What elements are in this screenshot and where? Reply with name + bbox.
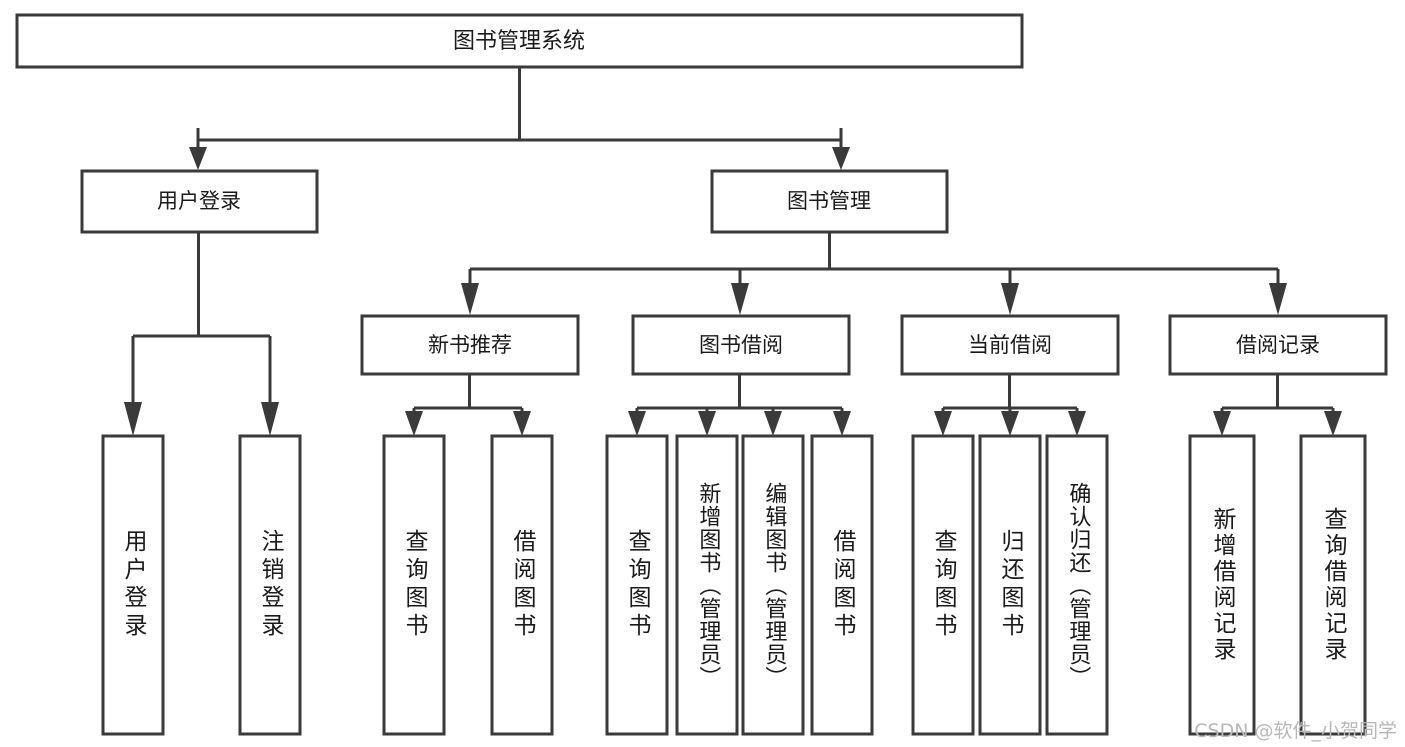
node-box-user-login[interactable] (80, 169, 319, 234)
node-label-user-login: 用户登录 (157, 189, 241, 213)
leaf-box-query-book-c[interactable] (911, 434, 975, 736)
arrowhead-current-borrow (1001, 283, 1019, 315)
node-borrow-record[interactable]: 借阅记录 (1168, 314, 1388, 376)
leaf-box-borrow-book-a[interactable] (490, 434, 554, 736)
arrowhead-leaf-edit-book (764, 411, 782, 436)
leaf-boxes-group (101, 434, 1367, 736)
arrowhead-leaf-logout (261, 402, 279, 436)
node-root-system[interactable]: 图书管理系统 (15, 13, 1024, 69)
node-label-new-book-recommend: 新书推荐 (428, 333, 512, 357)
connector-group-current-borrow (934, 374, 1086, 436)
connector-group-book-management (461, 232, 1287, 315)
arrowhead-new-book-recommend (461, 283, 479, 315)
node-box-current-borrow[interactable] (900, 314, 1120, 376)
arrowhead-leaf-borrow-book-b (833, 411, 851, 436)
arrowhead-leaf-query-borrow-record (1324, 411, 1342, 436)
node-book-management[interactable]: 图书管理 (710, 169, 949, 234)
arrowhead-leaf-user-login (124, 402, 142, 436)
connector-group-book-borrow (628, 374, 851, 436)
arrowhead-book-borrow (731, 283, 749, 315)
node-label-book-borrow: 图书借阅 (699, 333, 783, 357)
connector-group-new-book-recommend (405, 374, 531, 436)
leaf-box-add-book[interactable] (675, 434, 739, 736)
arrowhead-leaf-query-book-a (405, 411, 423, 436)
arrowhead-leaf-confirm-return (1068, 411, 1086, 436)
leaf-box-edit-book[interactable] (741, 434, 805, 736)
leaf-box-user-login[interactable] (101, 434, 165, 736)
arrowhead-leaf-add-borrow-record (1213, 411, 1231, 436)
arrowhead-leaf-return-book (1001, 411, 1019, 436)
leaf-box-return-book[interactable] (978, 434, 1042, 736)
arrowhead-to-book-management (832, 147, 850, 170)
arrowhead-borrow-record (1269, 283, 1287, 315)
node-box-borrow-record[interactable] (1168, 314, 1388, 376)
arrowhead-leaf-add-book (698, 411, 716, 436)
leaf-box-add-borrow-record[interactable] (1188, 434, 1256, 736)
node-box-root[interactable] (15, 13, 1024, 69)
leaf-box-logout[interactable] (238, 434, 302, 736)
node-label-root: 图书管理系统 (453, 29, 585, 54)
node-current-borrow[interactable]: 当前借阅 (900, 314, 1120, 376)
node-box-new-book-recommend[interactable] (360, 314, 580, 376)
leaf-box-query-book-a[interactable] (382, 434, 446, 736)
node-box-book-management[interactable] (710, 169, 949, 234)
arrowhead-leaf-query-book-c (934, 411, 952, 436)
leaf-box-confirm-return[interactable] (1045, 434, 1109, 736)
node-user-login[interactable]: 用户登录 (80, 169, 319, 234)
connector-group-user-login (124, 232, 279, 436)
leaf-box-borrow-book-b[interactable] (810, 434, 874, 736)
arrowhead-leaf-query-book-b (628, 411, 646, 436)
arrowhead-to-user-login (189, 147, 207, 170)
node-label-book-management: 图书管理 (787, 189, 871, 213)
node-book-borrow[interactable]: 图书借阅 (631, 314, 851, 376)
arrowhead-leaf-borrow-book-a (513, 411, 531, 436)
leaf-box-query-borrow-record[interactable] (1299, 434, 1367, 736)
node-label-borrow-record: 借阅记录 (1236, 333, 1320, 357)
node-label-current-borrow: 当前借阅 (968, 333, 1052, 357)
connector-group-borrow-record (1213, 374, 1342, 436)
node-box-book-borrow[interactable] (631, 314, 851, 376)
node-new-book-recommend[interactable]: 新书推荐 (360, 314, 580, 376)
connector-group-root (189, 67, 850, 170)
leaf-box-query-book-b[interactable] (605, 434, 669, 736)
